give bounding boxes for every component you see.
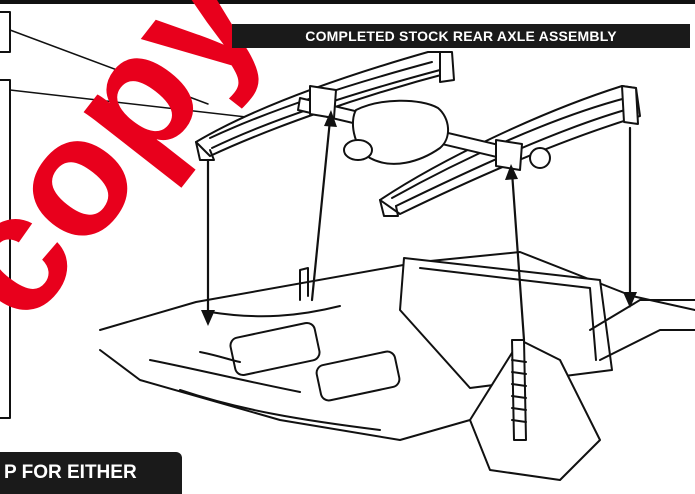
shock-absorber <box>511 339 527 441</box>
arrow-head-1 <box>201 310 215 326</box>
top-rule <box>0 0 695 4</box>
callout-box-lower <box>0 79 11 419</box>
section-tab-label: P FOR EITHER <box>0 452 182 494</box>
callout-box-upper <box>0 11 11 53</box>
axle-housing <box>297 85 551 171</box>
arrow-head-3 <box>505 164 518 180</box>
arrow-head-4 <box>623 292 637 308</box>
copy-watermark: copy <box>0 0 296 352</box>
exhaust-system <box>199 267 401 402</box>
floor-pan <box>99 251 695 481</box>
figure-caption: COMPLETED STOCK REAR AXLE ASSEMBLY <box>232 24 690 48</box>
watermark-text: copy <box>0 0 296 352</box>
leader-line-1 <box>9 29 209 105</box>
arrow-head-2 <box>324 110 337 127</box>
assembly-arrows <box>206 118 632 342</box>
